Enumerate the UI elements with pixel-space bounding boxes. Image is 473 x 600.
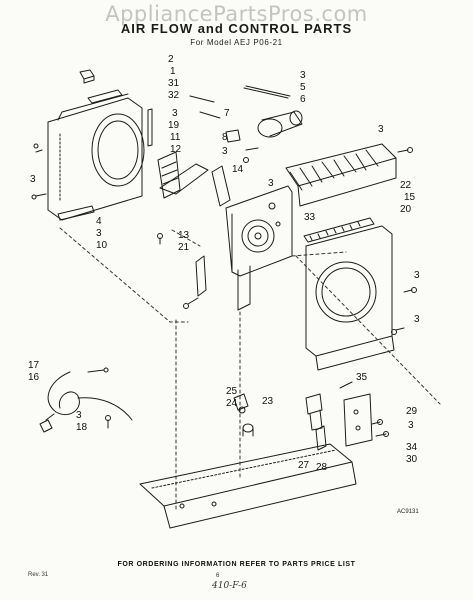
part-bracket-25 xyxy=(233,393,249,414)
part-block-2 xyxy=(79,69,95,84)
part-switch-27 xyxy=(305,393,323,431)
callout-12: 12 xyxy=(170,144,182,155)
part-strip-31 xyxy=(87,89,123,104)
callout-11: 11 xyxy=(170,132,181,143)
callout-18: 18 xyxy=(76,422,88,433)
callout-3b: 3 xyxy=(300,70,306,81)
callout-labels: 2 1 31 32 3 5 6 7 3 8 3 19 11 12 14 3 3 … xyxy=(28,54,420,473)
part-baffle-33 xyxy=(303,217,375,243)
callout-3e: 3 xyxy=(378,124,384,135)
part-front-panel xyxy=(305,225,395,371)
callout-25: 25 xyxy=(226,386,238,397)
part-control-bracket-29 xyxy=(343,393,373,447)
callout-3c: 3 xyxy=(222,146,228,157)
part-shroud-19 xyxy=(159,163,209,195)
screw-set-right xyxy=(391,147,417,335)
part-blower-wheel-12 xyxy=(157,151,181,199)
callout-16: 16 xyxy=(28,372,40,383)
callout-14: 14 xyxy=(232,164,244,175)
part-coil-22 xyxy=(285,143,397,207)
callout-27: 27 xyxy=(298,460,310,471)
callout-8: 8 xyxy=(222,132,228,143)
callout-1: 1 xyxy=(170,66,176,77)
part-link-21 xyxy=(183,255,207,309)
part-motor-6 xyxy=(257,110,303,138)
part-mounting-plate-13 xyxy=(225,185,293,311)
callout-3i: 3 xyxy=(414,314,420,325)
callout-33: 33 xyxy=(304,212,316,223)
part-rod-5 xyxy=(189,85,291,119)
part-base-pan xyxy=(139,443,357,529)
callout-20: 20 xyxy=(400,204,412,215)
part-bracket-14 xyxy=(211,165,231,207)
callout-3k: 3 xyxy=(76,410,82,421)
callout-15: 15 xyxy=(404,192,416,203)
callout-3a: 3 xyxy=(172,108,178,119)
callout-31: 31 xyxy=(168,78,180,89)
part-seal-32 xyxy=(147,108,153,147)
part-clip-35 xyxy=(339,381,353,389)
part-strain-relief-17 xyxy=(87,367,109,373)
callout-3d: 3 xyxy=(268,178,274,189)
callout-35: 35 xyxy=(356,372,368,383)
diagram-title: AIR FLOW and CONTROL PARTS xyxy=(120,21,353,36)
callout-24: 24 xyxy=(226,398,238,409)
part-screws-30 xyxy=(371,419,389,437)
callout-19: 19 xyxy=(168,120,180,131)
callout-28: 28 xyxy=(316,462,328,473)
callout-4: 4 xyxy=(96,216,102,227)
callout-10: 10 xyxy=(96,240,108,251)
callout-34: 34 xyxy=(406,442,418,453)
callout-23: 23 xyxy=(262,396,274,407)
part-knob-28 xyxy=(315,425,327,451)
screw-set-left xyxy=(31,143,163,245)
callout-3h: 3 xyxy=(414,270,420,281)
callout-30: 30 xyxy=(406,454,418,465)
part-foam-strip-10 xyxy=(57,205,95,221)
callout-3f: 3 xyxy=(30,174,36,185)
callout-3j: 3 xyxy=(408,420,414,431)
part-air-housing-4 xyxy=(47,93,145,221)
figure-code: AC9131 xyxy=(397,509,419,515)
callout-13: 13 xyxy=(178,230,190,241)
callout-7: 7 xyxy=(224,108,230,119)
ordering-footer: FOR ORDERING INFORMATION REFER TO PARTS … xyxy=(117,561,356,568)
part-bushing-23 xyxy=(242,423,254,437)
page-number: 6 xyxy=(216,573,220,579)
callout-5: 5 xyxy=(300,82,306,93)
model-line: For Model AEJ P06-21 xyxy=(190,38,283,47)
part-screw-18 xyxy=(105,415,111,429)
callout-3g: 3 xyxy=(96,228,102,239)
watermark: AppliancePartsPros.com xyxy=(105,2,368,26)
handwritten-note: 410-F-6 xyxy=(212,581,247,591)
callout-2: 2 xyxy=(168,54,174,65)
part-clip-8 xyxy=(225,129,259,163)
callout-22: 22 xyxy=(400,180,412,191)
callout-6: 6 xyxy=(300,94,306,105)
callout-32: 32 xyxy=(168,90,180,101)
revision-mark: Rev. 31 xyxy=(28,572,49,578)
part-power-cord-16 xyxy=(39,371,133,433)
callout-17: 17 xyxy=(28,360,40,371)
callout-21: 21 xyxy=(178,242,190,253)
callout-29: 29 xyxy=(406,406,418,417)
